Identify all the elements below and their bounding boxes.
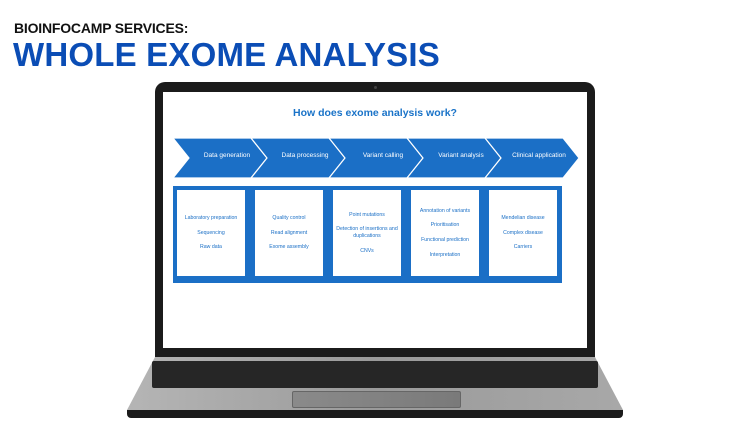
chevron-step bbox=[483, 137, 580, 179]
laptop-screen: How does exome analysis work? Data gener… bbox=[163, 92, 587, 348]
page-subtitle: BIOINFOCAMP SERVICES: bbox=[14, 20, 189, 36]
step-label: Variant analysis bbox=[438, 152, 484, 159]
step-item: Sequencing bbox=[197, 229, 225, 236]
touchpad bbox=[292, 391, 461, 408]
step-label: Data generation bbox=[203, 152, 251, 159]
step-item: CNVs bbox=[360, 247, 374, 254]
chevron-row bbox=[171, 137, 580, 179]
step-item: Mendelian disease bbox=[501, 214, 545, 221]
step-item: Complex disease bbox=[503, 229, 543, 236]
step-item: Exome assembly bbox=[269, 244, 309, 251]
step-item: Detection of insertions and duplications bbox=[336, 226, 398, 239]
step-label: Variant calling bbox=[362, 152, 404, 159]
step-item: Laboratory preparation bbox=[184, 214, 238, 221]
step-item: Quality control bbox=[272, 214, 306, 221]
keyboard bbox=[152, 361, 598, 388]
step-item: Read alignment bbox=[270, 229, 308, 236]
step-item: Functional prediction bbox=[421, 237, 469, 243]
laptop-foot bbox=[127, 410, 623, 418]
step-item: Point mutations bbox=[349, 211, 385, 218]
camera-icon bbox=[374, 86, 377, 89]
page-title: WHOLE EXOME ANALYSIS bbox=[13, 36, 440, 73]
step-label: Clinical application bbox=[512, 152, 566, 159]
step-item: Annotation of variants bbox=[419, 207, 471, 214]
step-item: Prioritisation bbox=[430, 222, 460, 229]
step-item: Carriers bbox=[513, 244, 533, 251]
step-item: Interpretation bbox=[429, 251, 461, 258]
slide-question: How does exome analysis work? bbox=[293, 107, 457, 119]
step-label: Data processing bbox=[281, 152, 329, 159]
step-item: Raw data bbox=[200, 244, 222, 251]
